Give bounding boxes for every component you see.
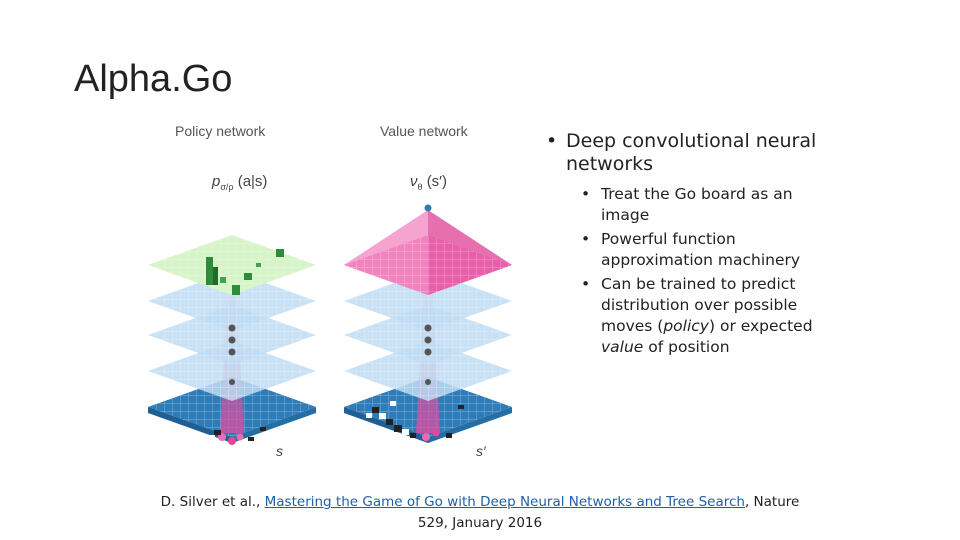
bullet-main: • Deep convolutional neural networks (546, 130, 836, 176)
bullet-sub-text: Powerful function approximation machiner… (601, 230, 801, 269)
bullet-sub-text: Can be trained to predict distribution o… (601, 275, 813, 356)
value-layer-dots (424, 324, 432, 385)
policy-formula-sub: σ/ρ (220, 182, 234, 192)
bullet-sub-1: • Treat the Go board as an image (546, 184, 836, 226)
bullet-sub-text-mid: ) or expected (708, 317, 813, 335)
value-formula-args: (s′) (426, 173, 447, 190)
policy-formula-args: (a|s) (237, 173, 268, 190)
bullet-dot-icon: • (546, 130, 558, 152)
value-hidden-layers (344, 271, 512, 401)
bullet-list: • Deep convolutional neural networks • T… (546, 130, 836, 358)
value-board-stones (366, 401, 464, 441)
policy-formula: pσ/ρ (a|s) (212, 173, 267, 192)
bullet-emphasis-value: value (601, 338, 644, 356)
network-diagram: Policy network Value network pσ/ρ (a|s) … (140, 115, 520, 470)
value-output-node (424, 204, 432, 212)
slide-title: Alpha.Go (74, 58, 233, 100)
policy-network (148, 235, 316, 445)
bullet-dot-icon: • (581, 230, 591, 248)
value-state-label: s′ (476, 443, 486, 459)
bullet-sub-3: • Can be trained to predict distribution… (546, 274, 836, 358)
bullet-sub-text-pre: Can be trained to predict distribution o… (601, 275, 798, 335)
value-formula-sub: θ (417, 182, 423, 192)
bullet-main-text: Deep convolutional neural networks (566, 130, 817, 175)
bullet-sub-text: Treat the Go board as an image (601, 185, 793, 224)
value-formula: νθ (s′) (410, 173, 447, 192)
network-diagram-svg (148, 204, 512, 445)
bullet-dot-icon: • (581, 185, 591, 203)
citation-suffix: , Nature 529, January 2016 (417, 494, 800, 531)
bullet-emphasis-policy: policy (663, 317, 709, 335)
policy-layer-dots (228, 324, 236, 385)
policy-state-label: s (276, 443, 283, 459)
bullet-dot-icon: • (581, 275, 591, 293)
policy-network-label: Policy network (175, 123, 266, 139)
paper-link[interactable]: Mastering the Game of Go with Deep Neura… (264, 494, 745, 510)
bullet-sub-text-post: of position (643, 338, 730, 356)
citation-prefix: D. Silver et al., (160, 494, 265, 510)
bullet-sub-2: • Powerful function approximation machin… (546, 229, 836, 271)
citation: D. Silver et al., Mastering the Game of … (150, 492, 810, 534)
policy-hidden-layers (148, 271, 316, 401)
value-network-label: Value network (380, 123, 468, 139)
policy-board-stones (208, 427, 266, 445)
policy-formula-main: p (212, 173, 221, 190)
value-network (344, 204, 512, 443)
value-formula-main: ν (410, 173, 418, 190)
value-output-layer (344, 210, 512, 295)
policy-output-layer (148, 235, 316, 295)
